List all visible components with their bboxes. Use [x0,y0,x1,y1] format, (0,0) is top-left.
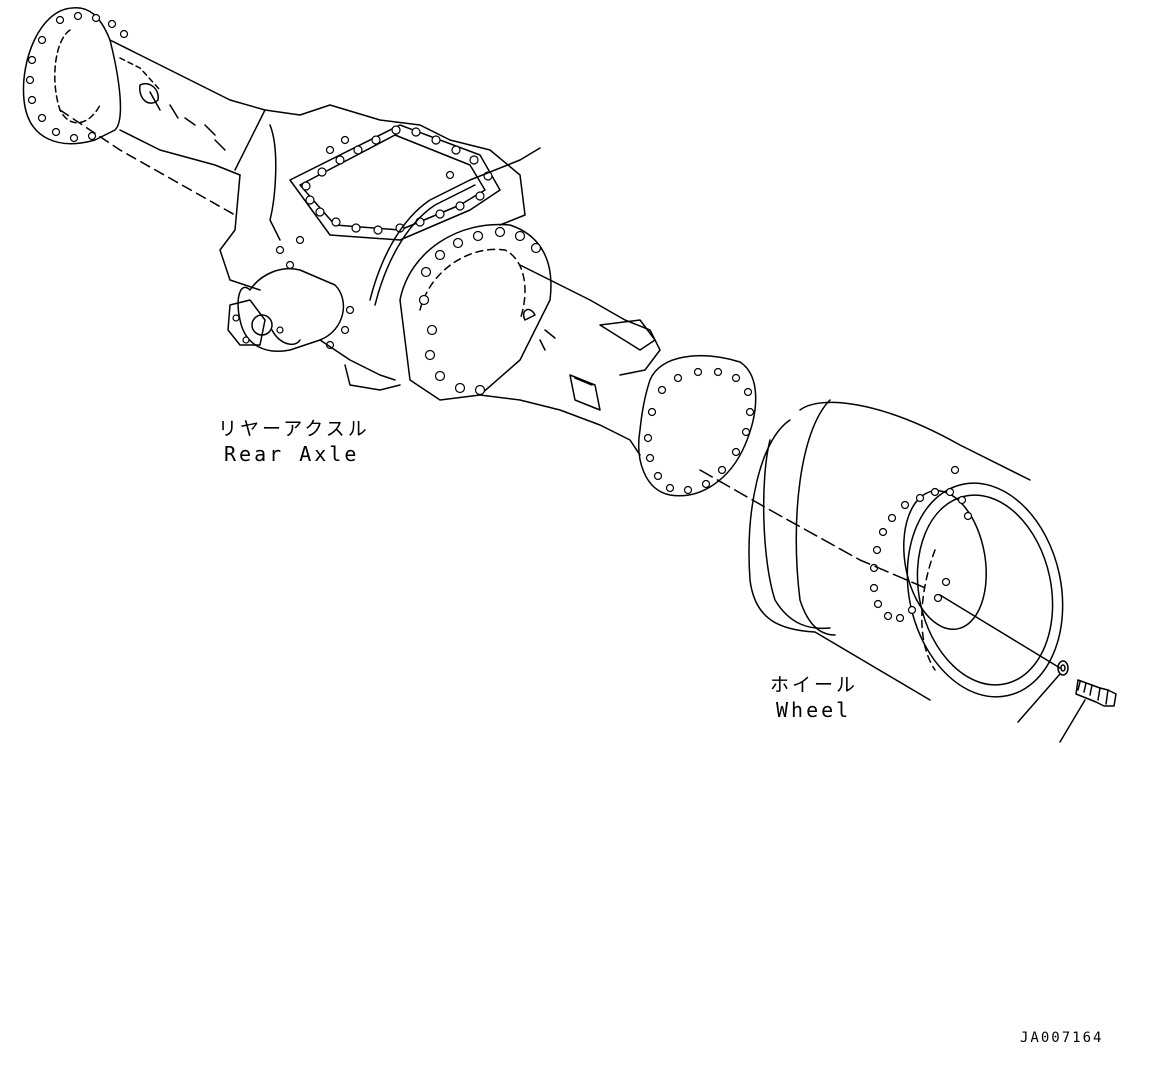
wheel [748,399,1064,701]
bolt [1059,679,1117,743]
right-axle-flange [638,355,757,497]
rear-axle [22,7,757,497]
rear-axle-label-en: Rear Axle [224,442,360,466]
input-coupling [227,268,401,391]
washer [1017,660,1069,723]
wheel-outer-rim [906,482,1064,698]
left-axle-flange [22,7,129,145]
bolt-centerline [939,594,1061,669]
rear-axle-label-jp: リヤーアクスル [218,418,370,440]
drawing-code: JA007164 [1020,1030,1104,1046]
right-axle-tube [479,264,661,456]
differential-housing [219,104,552,401]
assembly-centerline [699,469,931,591]
wheel-label-en: Wheel [776,698,852,722]
wheel-label-jp: ホイール [770,674,859,696]
left-axle-tube [109,39,266,176]
